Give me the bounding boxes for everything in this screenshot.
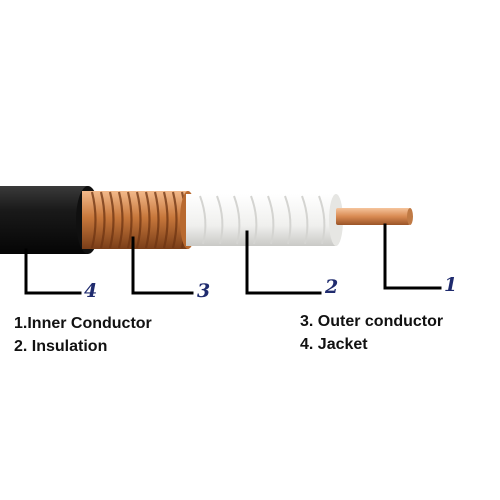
corrugation-rib (144, 191, 151, 249)
legend-jacket: 4. Jacket (300, 336, 368, 353)
corrugation-rib (108, 191, 115, 249)
corrugation-rib (126, 191, 133, 249)
callout-number-1: 1 (444, 274, 458, 296)
legend-insulation: 2. Insulation (14, 338, 108, 355)
insulation-layer (186, 194, 343, 246)
callout-number-4: 4 (84, 280, 98, 302)
insulation-groove (301, 195, 309, 245)
legend-inner-conductor: 1.Inner Conductor (14, 315, 152, 332)
insulation-groove (250, 195, 258, 245)
callout-number-3: 3 (197, 280, 211, 302)
insulation-groove (318, 195, 326, 245)
insulation-groove (284, 195, 292, 245)
insulation-groove (267, 195, 275, 245)
inner-conductor-rod (336, 208, 413, 225)
corrugation-rib (117, 191, 124, 249)
leader-line-3 (131, 236, 194, 295)
leader-line-2 (245, 230, 322, 295)
insulation-groove (233, 195, 241, 245)
leader-line-1 (383, 223, 442, 290)
callout-number-2: 2 (325, 276, 339, 298)
insulation-groove (216, 195, 224, 245)
outer-conductor-layer (82, 191, 196, 249)
corrugation-rib (171, 191, 178, 249)
corrugation-rib (135, 191, 142, 249)
corrugation-rib (162, 191, 169, 249)
corrugation-rib (90, 191, 97, 249)
leader-line-4 (24, 248, 82, 295)
corrugation-rib (153, 191, 160, 249)
insulation-groove (199, 195, 207, 245)
legend-outer-conductor: 3. Outer conductor (300, 313, 444, 330)
corrugation-rib (99, 191, 106, 249)
